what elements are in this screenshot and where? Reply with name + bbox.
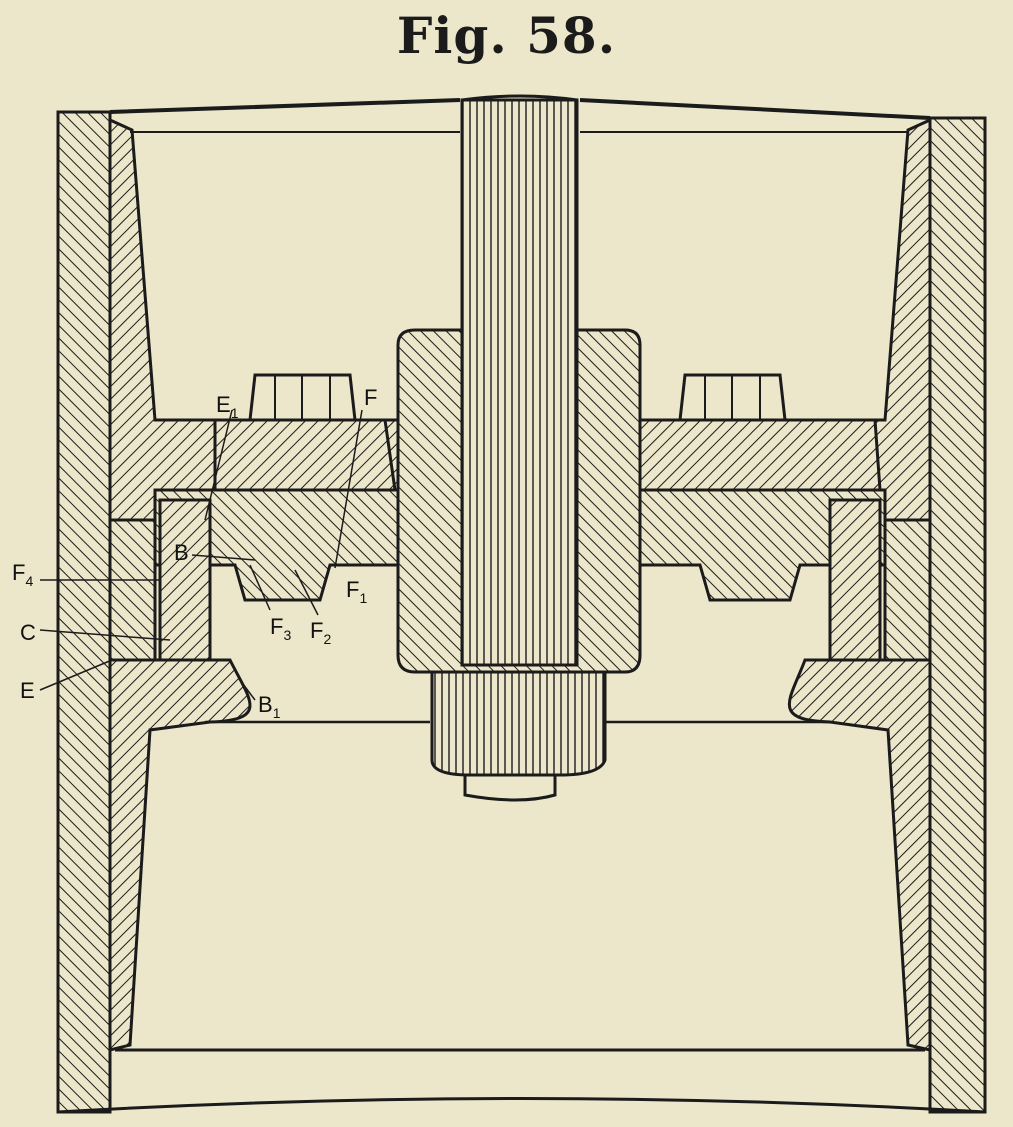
top-rim — [109, 98, 931, 120]
label-F: F — [364, 385, 377, 410]
leader-F — [334, 409, 363, 569]
label-B1: B1 — [258, 692, 281, 721]
piston-web-right — [638, 488, 887, 602]
leader-B1 — [239, 679, 256, 701]
leader-F3 — [249, 564, 271, 611]
ring-right-1 — [883, 518, 932, 662]
junk-ring-right — [638, 418, 882, 492]
piston-rod — [460, 98, 579, 667]
leader-E — [39, 659, 113, 691]
label-E1: E1 — [216, 392, 239, 421]
label-F2: F2 — [310, 618, 331, 647]
ring-groove-right — [828, 498, 882, 662]
leader-C — [39, 629, 171, 641]
leader-E1 — [204, 409, 233, 521]
rod-end — [463, 773, 557, 802]
rod-nut — [430, 670, 607, 777]
label-E: E — [20, 678, 35, 703]
leader-F2 — [294, 569, 319, 616]
leader-B — [191, 554, 256, 561]
label-F3: F3 — [270, 614, 291, 643]
label-F4: F4 — [12, 560, 33, 589]
label-B: B — [174, 540, 189, 565]
label-C: C — [20, 620, 36, 645]
label-F1: F1 — [346, 577, 367, 606]
cylinder-wall-right — [928, 116, 987, 1114]
junk-ring-left — [213, 418, 397, 492]
ring-groove-left — [158, 498, 212, 662]
figure-title: Fig. 58. — [396, 6, 617, 65]
cylinder-wall-left — [56, 110, 112, 1114]
